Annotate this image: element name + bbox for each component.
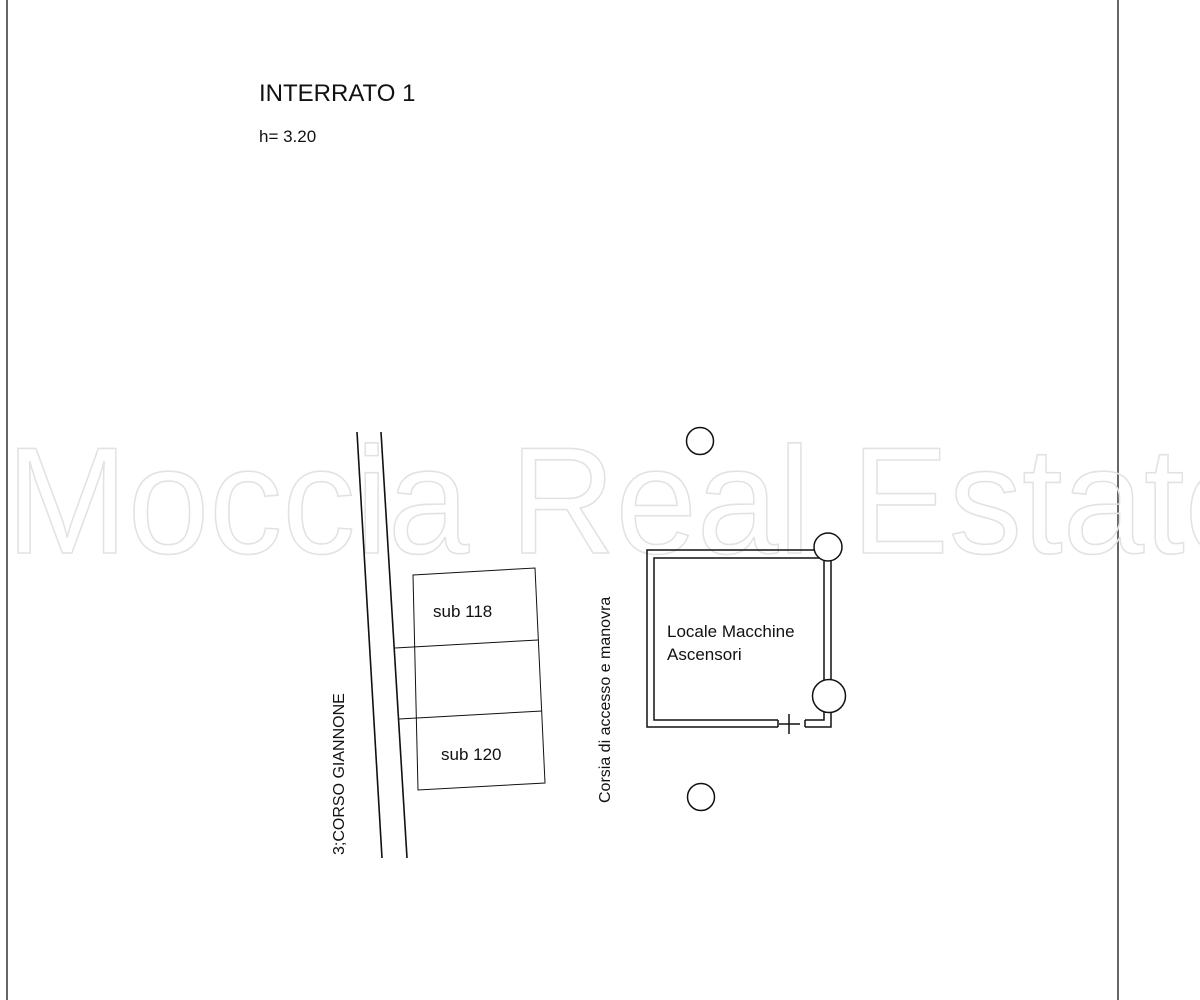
machine-room-walls — [646, 549, 832, 734]
machine-room-label-line2: Ascensori — [667, 645, 742, 664]
parking-unit-divider — [394, 639, 539, 649]
machine-room-wall-outer — [646, 549, 832, 728]
parking-unit-label: sub 118 — [433, 602, 492, 621]
parking-unit-label: sub 120 — [441, 745, 502, 764]
street-label: 3;CORSO GIANNONE — [331, 693, 348, 855]
parking-unit-divider — [398, 710, 543, 720]
street-line-right — [380, 431, 408, 859]
column — [685, 426, 715, 456]
column — [811, 678, 847, 714]
column — [686, 782, 716, 812]
floor-title: INTERRATO 1 — [259, 80, 415, 107]
street-lines — [356, 431, 408, 859]
column — [813, 532, 843, 562]
floor-height-label: h= 3.20 — [259, 127, 316, 146]
machine-room-wall-inner — [653, 557, 825, 721]
corridor-label: Corsia di accesso e manovra — [597, 597, 614, 803]
machine-room-label-line1: Locale Macchine — [667, 622, 795, 641]
watermark-text: Moccia Real Estate — [6, 416, 1200, 586]
street-line-left — [356, 431, 383, 859]
parking-units — [394, 567, 546, 791]
